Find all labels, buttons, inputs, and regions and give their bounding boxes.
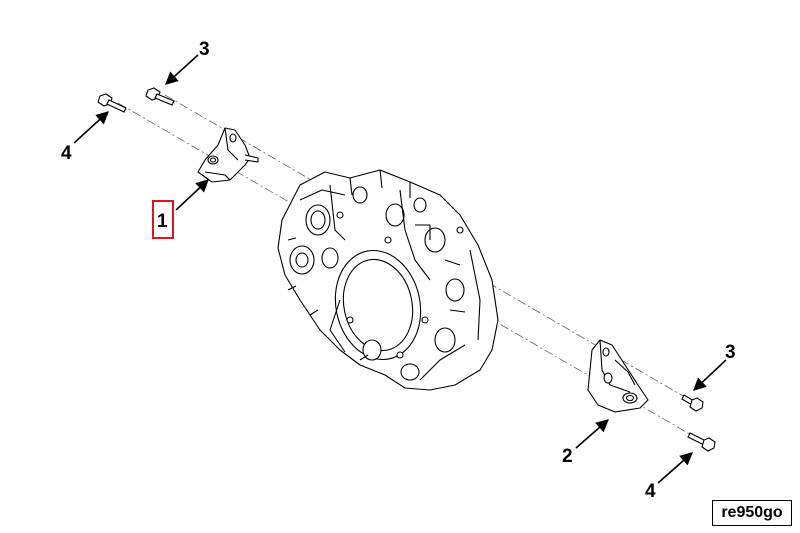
bracket-right [587,339,649,413]
callout-bolt-right-upper: 3 [725,342,736,363]
flywheel-housing [277,169,499,391]
highlight-box-callout-1 [152,200,174,239]
callout-bolt-right-lower: 4 [645,481,656,502]
leader-bolt-right-lower [657,452,693,484]
callout-bolt-top-left: 4 [61,143,72,164]
leader-bracket-left [175,179,209,211]
bolt-right-short [681,394,704,412]
bracket-left [197,127,259,183]
leader-arrows [73,54,727,484]
callout-bracket-right: 2 [562,446,573,467]
bolt-upper-long [97,93,127,113]
leader-bolt-top-left [73,111,109,144]
leader-bolt-top-upper [165,54,199,85]
bolt-upper-short [145,87,175,106]
callout-bracket-left: 1 [157,211,168,232]
figure-code-label: re950go [712,500,792,526]
leader-bolt-right-upper [693,359,727,391]
bolt-right-long [687,432,716,452]
leader-bracket-right [575,419,609,449]
callout-bolt-top-upper: 3 [199,39,210,60]
